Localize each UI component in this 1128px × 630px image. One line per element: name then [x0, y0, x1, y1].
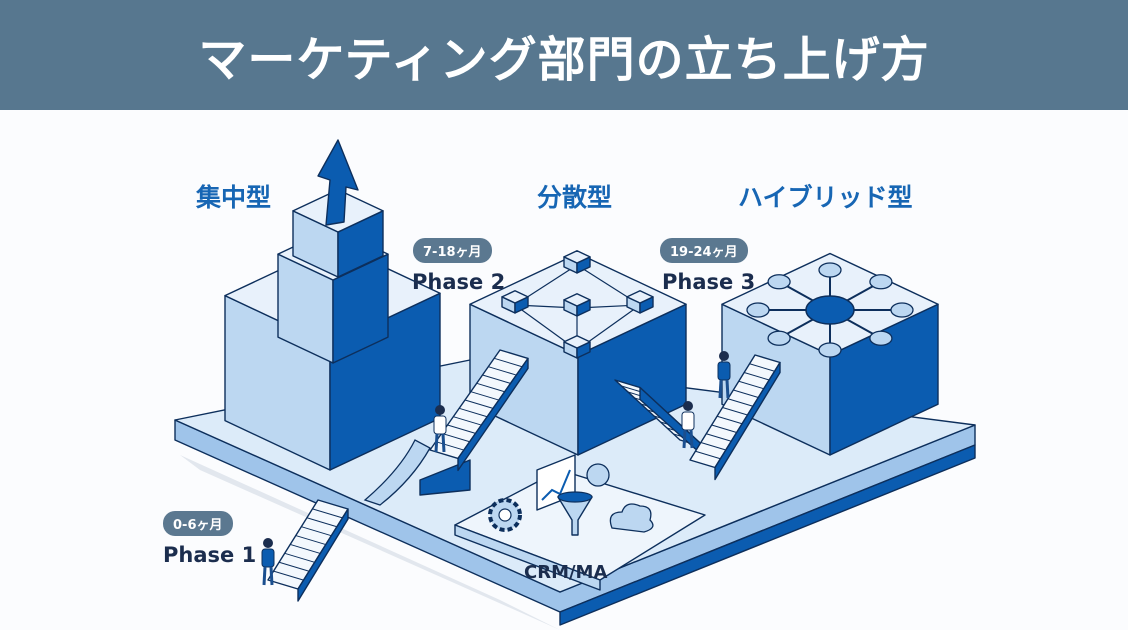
slide [363, 439, 431, 506]
phase1-person-leg [262, 566, 267, 586]
hub-satellite-node [869, 330, 893, 346]
phase3-label: Phase 3 [662, 270, 756, 294]
phase3-up-stairs-step [727, 398, 754, 407]
platform-shadow [180, 455, 560, 630]
phase3-up-stairs-step [733, 389, 759, 398]
marketing-isometric-illustration [174, 139, 976, 630]
phase2-stairs-step [435, 441, 464, 451]
phase3-person-b-head [719, 351, 729, 361]
phase3-up-stairs-step [700, 442, 726, 451]
phase2-stairs-step [447, 424, 476, 434]
phase2-period-badge: 7-18ヶ月 [413, 238, 492, 263]
phase2-stairs-step [494, 357, 523, 368]
label-centralized: 集中型 [196, 183, 272, 212]
phase2-stairs-step [488, 366, 517, 376]
phase3-up-stairs-step [744, 372, 770, 381]
phase2-stairs-step [441, 432, 470, 443]
phase2-stairs-step [470, 391, 499, 401]
network-node-2-top-face [563, 293, 591, 307]
hub-satellite-node [767, 274, 791, 290]
phase3-person-b-body [717, 361, 731, 381]
hub-satellite-node [869, 274, 893, 290]
network-node-0-top-face [563, 250, 591, 264]
hub-satellite-node [767, 330, 791, 346]
label-hybrid: ハイブリッド型 [738, 183, 913, 212]
header-banner: マーケティング部門の立ち上げ方 [0, 0, 1128, 110]
phase3-person-b-leg [718, 379, 723, 399]
funnel-top [557, 491, 593, 503]
hub-satellite-node [746, 302, 770, 318]
phase3-period-badge: 19-24ヶ月 [660, 238, 748, 263]
gear-hole [498, 508, 512, 522]
network-node-1-top-face [501, 290, 529, 304]
hub-satellite-node [890, 302, 914, 318]
platform-right-edge [559, 444, 976, 626]
phase1-stairs-step [284, 552, 315, 563]
cloud-icon [609, 503, 654, 533]
phase3-up-stairs-step [695, 450, 721, 460]
phase1-person-body [261, 548, 275, 568]
phase3-up-stairs-step [706, 433, 732, 442]
phase2-person-leg [434, 433, 439, 453]
phase3-up-stairs-step [749, 363, 775, 372]
crm-ma-label: CRM/MA [524, 562, 608, 583]
phase2-stairs-step [459, 407, 488, 418]
network-node-3-top-face [626, 290, 654, 304]
label-distributed: 分散型 [537, 183, 613, 212]
phase1-stairs-side [297, 508, 349, 602]
phase2-person-head [435, 405, 445, 415]
phase3-person-a-head [683, 401, 693, 411]
phase2-stairs-step [453, 416, 482, 426]
phase2-stairs-step [464, 399, 494, 409]
network-node-4-top-face [563, 335, 591, 349]
phase1-label: Phase 1 [163, 543, 257, 567]
page-title: マーケティング部門の立ち上げ方 [198, 32, 930, 88]
phase2-stairs-step [482, 374, 511, 384]
phase3-person-a-leg [689, 429, 694, 449]
phase3-person-b-leg [725, 379, 730, 399]
phase1-stairs-step [295, 535, 326, 546]
phase3-up-stairs-step [716, 415, 743, 425]
phase1-person-head [263, 538, 273, 548]
phase1-stairs-step [312, 508, 343, 519]
phase1-stairs-step [290, 543, 321, 554]
up-arrow-icon [317, 139, 359, 226]
crm-platform-side [454, 524, 601, 591]
hub-satellite-node [818, 262, 842, 278]
phase1-period-badge: 0-6ヶ月 [163, 511, 233, 536]
phase3-up-stairs-step [711, 424, 737, 433]
phase3-up-stairs-side [714, 361, 781, 481]
chart-line [541, 469, 571, 501]
phase2-label: Phase 2 [412, 270, 506, 294]
phase2-stairs-step [476, 382, 505, 393]
hub-center-node [805, 295, 855, 325]
phase1-stairs-step [301, 526, 332, 537]
phase1-stairs-step [273, 570, 304, 581]
phase1-person-leg [269, 566, 274, 586]
phase3-up-stairs-step [738, 380, 764, 390]
phase3-person-a-leg [682, 429, 687, 449]
hub-satellite-node [818, 342, 842, 358]
phase2-person-leg [441, 433, 446, 453]
phase1-stairs-step [306, 517, 338, 528]
phase3-person-a-body [681, 411, 695, 431]
phase3-up-stairs-step [722, 407, 748, 416]
phase2-stairs-side [457, 357, 529, 472]
pie-chart-icon [586, 463, 610, 487]
phase1-stairs-step [278, 561, 310, 572]
phase2-person-body [433, 415, 447, 435]
